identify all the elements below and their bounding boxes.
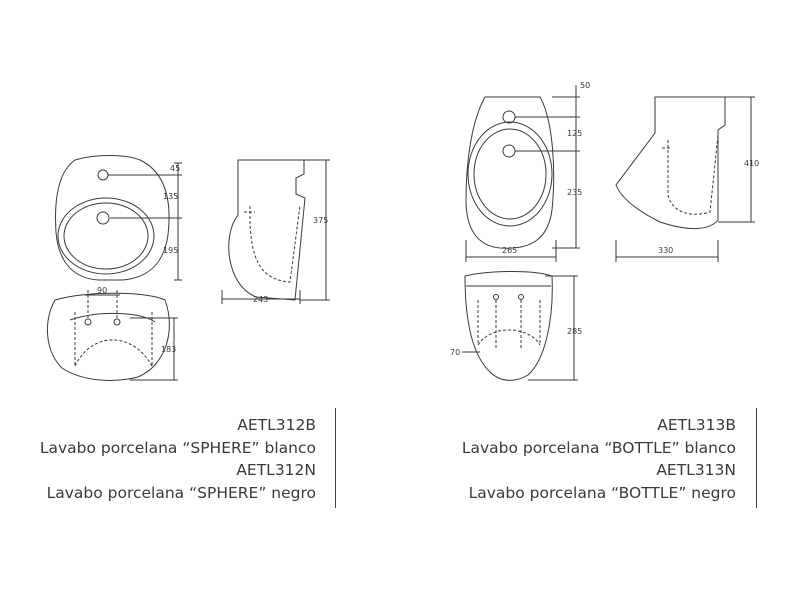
sphere-top-view <box>55 155 182 281</box>
dimension-label: 70 <box>450 348 460 357</box>
product-caption-sphere: AETL312B Lavabo porcelana “SPHERE” blanc… <box>40 414 316 504</box>
bottle-front-view <box>462 271 578 381</box>
product-code: AETL313N <box>656 461 736 479</box>
product-description: Lavabo porcelana “SPHERE” negro <box>46 483 316 502</box>
dimension-label: 235 <box>567 188 582 197</box>
product-code: AETL313B <box>657 416 736 434</box>
caption-divider <box>756 408 757 508</box>
dimension-label: 195 <box>163 246 178 255</box>
product-description: Lavabo porcelana “BOTTLE” blanco <box>461 438 736 457</box>
dimension-label: 90 <box>97 286 107 295</box>
sphere-front-view <box>46 290 178 381</box>
caption-divider <box>335 408 336 508</box>
sphere-side-view <box>221 159 330 304</box>
dimension-label: 183 <box>161 345 176 354</box>
dimension-label: 265 <box>502 246 517 255</box>
product-caption-bottle: AETL313B Lavabo porcelana “BOTTLE” blanc… <box>462 414 736 504</box>
dimension-label: 285 <box>567 327 582 336</box>
dimension-label: 125 <box>567 129 582 138</box>
product-code: AETL312B <box>237 416 316 434</box>
bottle-top-view <box>465 85 580 262</box>
bottle-side-view <box>615 96 755 262</box>
dimension-label: 135 <box>163 192 178 201</box>
dimension-label: 243 <box>253 295 268 304</box>
dimension-label: 50 <box>580 81 590 90</box>
product-code: AETL312N <box>236 461 316 479</box>
dimension-label: 330 <box>658 246 673 255</box>
product-description: Lavabo porcelana “SPHERE” blanco <box>39 438 316 457</box>
dimension-label: 410 <box>744 159 759 168</box>
dimension-label: 45 <box>170 164 180 173</box>
product-description: Lavabo porcelana “BOTTLE” negro <box>468 483 736 502</box>
dimension-label: 375 <box>313 216 328 225</box>
